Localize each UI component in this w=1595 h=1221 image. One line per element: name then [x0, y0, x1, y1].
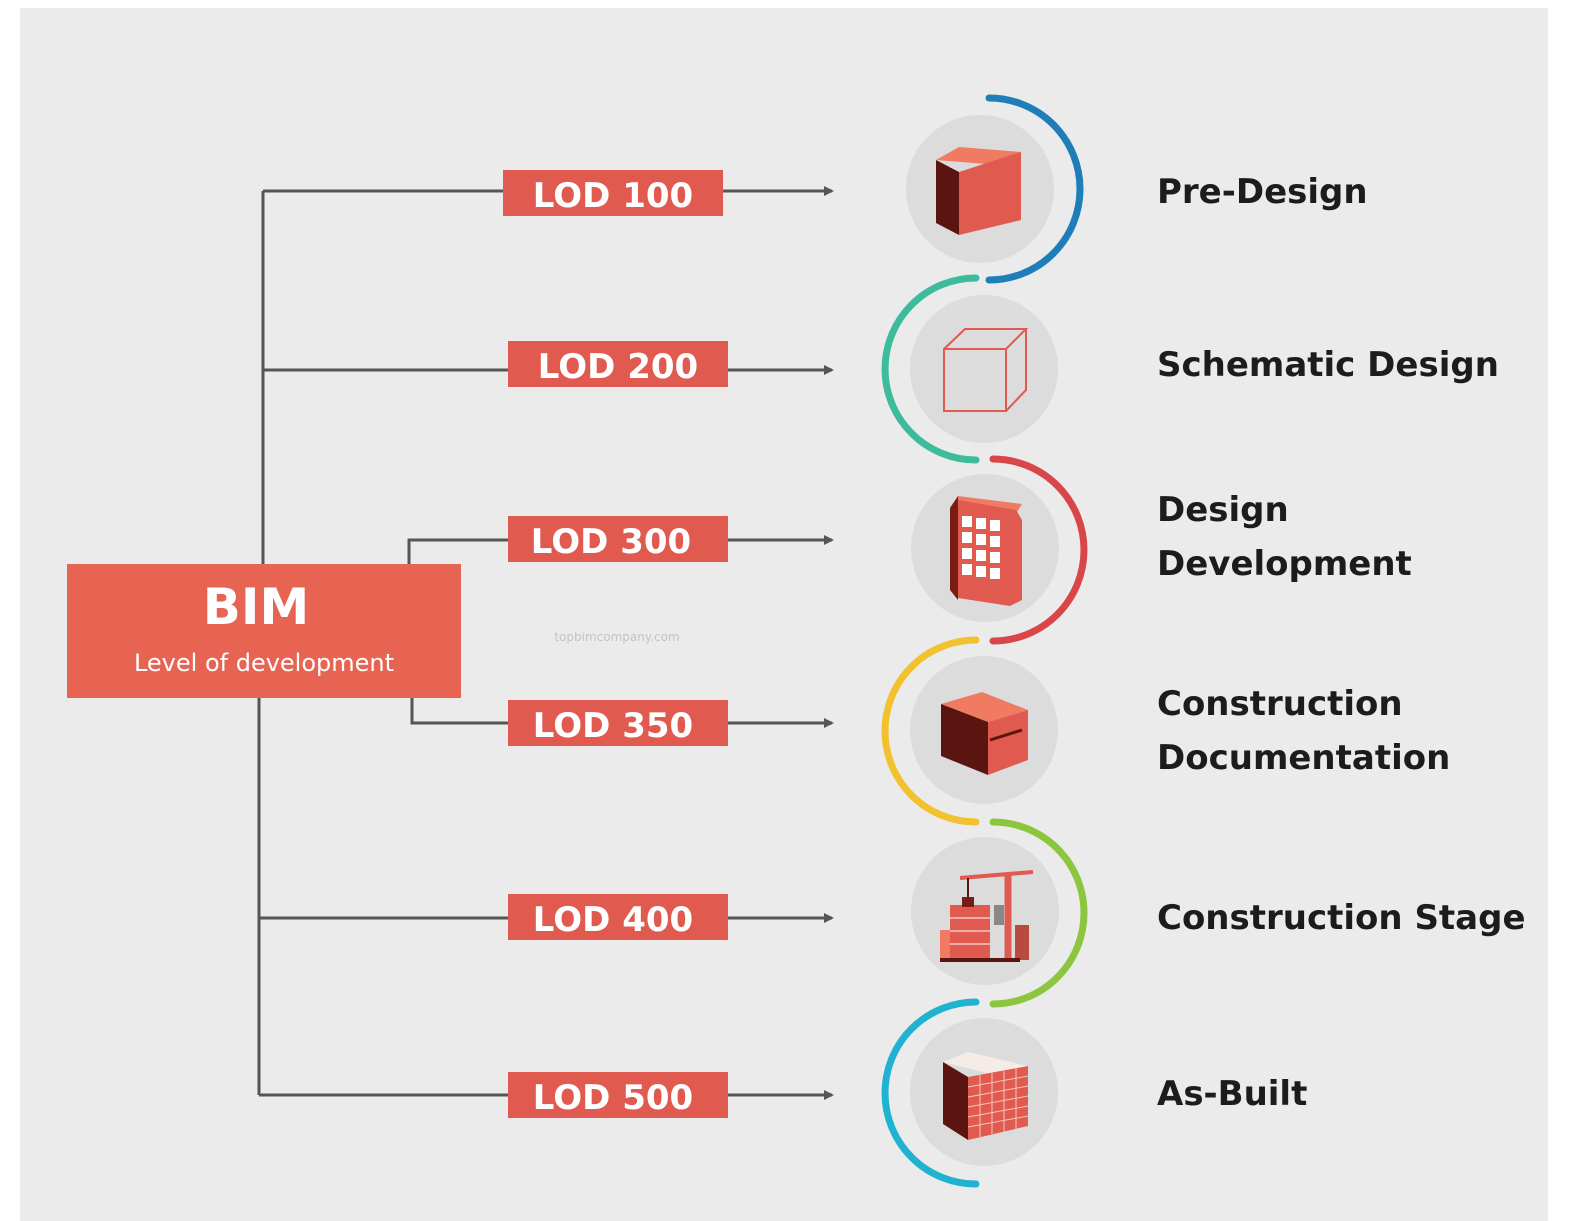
stage-arc — [881, 998, 980, 1188]
watermark: topbimcompany.com — [554, 630, 679, 644]
lod-badge — [508, 1072, 728, 1118]
lod-rows: LOD 100 Pre-Design LOD 200 — [503, 94, 1526, 1188]
lod-label: LOD 200 — [538, 347, 698, 387]
lod-label: LOD 400 — [533, 900, 693, 940]
lod-row-350: LOD 350 Construction Documentation — [508, 636, 1450, 826]
lod-badge — [503, 170, 723, 216]
lod-row-500: LOD 500 As-Built — [508, 998, 1307, 1188]
lod-badge — [508, 516, 728, 562]
stage-arc — [985, 94, 1084, 284]
lod-row-100: LOD 100 Pre-Design — [503, 94, 1368, 284]
stage-label: Schematic Design — [1157, 345, 1499, 385]
lod-row-200: LOD 200 Schematic Design — [508, 274, 1499, 464]
stage-arc — [881, 274, 980, 464]
stage-label-line: Construction Stage — [1157, 898, 1526, 938]
bim-root-rect — [67, 564, 461, 698]
lod-label: LOD 500 — [533, 1078, 693, 1118]
solid-cube-icon — [936, 147, 1021, 235]
lod-badge — [508, 894, 728, 940]
building-windows-icon — [950, 496, 1022, 606]
stage-arc — [989, 455, 1088, 645]
stage-arc — [989, 818, 1088, 1008]
lod-row-300: LOD 300 Design Development — [508, 455, 1412, 645]
lod-badge — [508, 700, 728, 746]
branch-lod-350 — [410, 697, 508, 725]
construction-crane-icon — [940, 870, 1034, 962]
stage-label: Design Development — [1157, 490, 1412, 584]
lod-row-400: LOD 400 Construction Stage — [508, 818, 1526, 1008]
stage-label-line: Development — [1157, 544, 1412, 584]
lod-badge — [508, 341, 728, 387]
stage-label: As-Built — [1157, 1074, 1307, 1114]
stage-arc — [881, 636, 980, 826]
stage-label-line: Schematic Design — [1157, 345, 1499, 385]
bim-root-box: BIM Level of development — [67, 564, 461, 698]
stage-label-line: Documentation — [1157, 738, 1450, 778]
icon-circle — [910, 295, 1058, 443]
wireframe-cube-icon — [943, 328, 1029, 412]
stage-label-line: Construction — [1157, 684, 1403, 724]
lod-label: LOD 350 — [533, 706, 693, 746]
stage-label-line: Pre-Design — [1157, 172, 1368, 212]
stage-label-line: Design — [1157, 490, 1289, 530]
stage-label: Construction Stage — [1157, 898, 1526, 938]
lod-label: LOD 100 — [533, 176, 693, 216]
detailed-block-icon — [941, 692, 1028, 775]
finished-building-icon — [943, 1052, 1029, 1140]
stage-label-line: As-Built — [1157, 1074, 1307, 1114]
connector-lines — [257, 189, 508, 1097]
stage-label: Pre-Design — [1157, 172, 1368, 212]
branch-lod-300 — [407, 538, 508, 564]
bim-title: BIM — [203, 578, 309, 636]
lod-label: LOD 300 — [531, 522, 691, 562]
stage-label: Construction Documentation — [1157, 684, 1450, 778]
bim-subtitle: Level of development — [134, 649, 394, 677]
